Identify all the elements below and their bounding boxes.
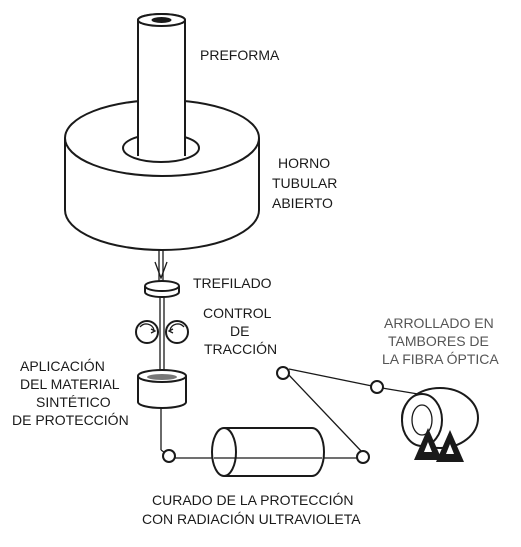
label-control: CONTROL DE TRACCIÓN	[203, 305, 277, 357]
label-horno: HORNO TUBULAR ABIERTO	[272, 155, 337, 211]
traction-rollers	[135, 320, 189, 344]
label-aplicacion: APLICACIÓN DEL MATERIAL SINTÉTICO DE PRO…	[12, 358, 129, 428]
fiber-path	[154, 250, 419, 459]
label-arrollado: ARROLLADO EN TAMBORES DE LA FIBRA ÓPTICA	[382, 315, 499, 367]
label-arrollado-line-3: LA FIBRA ÓPTICA	[382, 351, 499, 367]
label-control-line-3: TRACCIÓN	[204, 341, 277, 357]
label-curado: CURADO DE LA PROTECCIÓN CON RADIACIÓN UL…	[142, 492, 361, 527]
label-horno-line-2: TUBULAR	[272, 175, 337, 191]
pulleys	[162, 366, 384, 464]
label-aplicacion-line-1: APLICACIÓN	[20, 358, 105, 374]
drawing-die	[144, 280, 180, 298]
take-up-drums	[401, 387, 479, 462]
label-horno-line-3: ABIERTO	[272, 195, 333, 211]
label-control-line-2: DE	[230, 323, 249, 339]
label-arrollado-line-2: TAMBORES DE	[388, 333, 489, 349]
label-preforma: PREFORMA	[200, 47, 280, 63]
label-horno-line-1: HORNO	[278, 155, 330, 171]
label-aplicacion-line-3: SINTÉTICO	[36, 394, 111, 410]
label-aplicacion-line-2: DEL MATERIAL	[20, 376, 120, 392]
label-trefilado: TREFILADO	[193, 275, 272, 291]
label-arrollado-line-1: ARROLLADO EN	[384, 315, 494, 331]
label-aplicacion-line-4: DE PROTECCIÓN	[12, 412, 129, 428]
tubular-furnace	[64, 13, 260, 251]
label-curado-line-2: CON RADIACIÓN ULTRAVIOLETA	[142, 511, 361, 527]
coating-applicator	[137, 369, 187, 409]
label-control-line-1: CONTROL	[203, 305, 272, 321]
uv-curing-unit	[211, 427, 325, 477]
label-curado-line-1: CURADO DE LA PROTECCIÓN	[152, 492, 353, 508]
